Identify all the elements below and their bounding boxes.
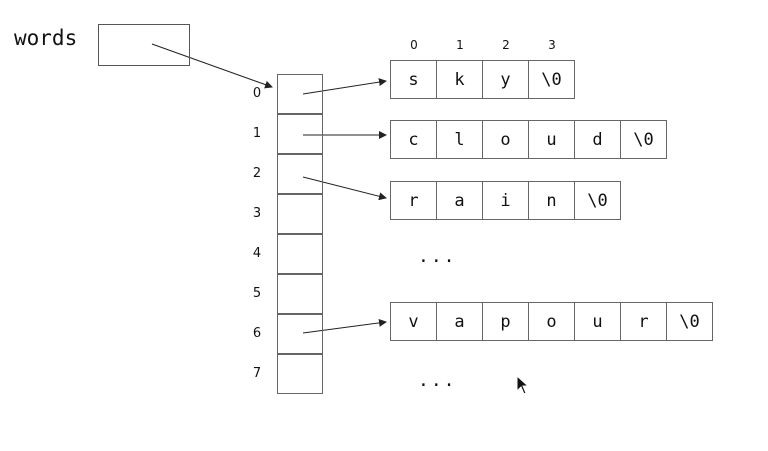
char-cell: \0 <box>574 181 621 220</box>
array-index-label: 6 <box>252 326 262 341</box>
arrow-row-0 <box>302 78 387 95</box>
char-cell: \0 <box>666 302 713 341</box>
pointer-cell <box>277 274 323 314</box>
char-cell: i <box>482 181 529 220</box>
array-index-label: 0 <box>252 86 262 101</box>
words-pointer-arrow <box>151 43 273 89</box>
char-cell: l <box>436 120 483 159</box>
array-index-label: 2 <box>252 166 262 181</box>
char-cell: c <box>390 120 437 159</box>
char-cell: r <box>620 302 667 341</box>
char-cell: u <box>528 120 575 159</box>
char-cell: \0 <box>528 60 575 99</box>
char-cell: a <box>436 181 483 220</box>
variable-name: words <box>14 26 78 50</box>
pointer-cell <box>277 234 323 274</box>
char-cell: o <box>482 120 529 159</box>
char-index-label: 1 <box>456 38 464 52</box>
array-index-label: 3 <box>252 206 262 221</box>
ellipsis-mid: ... <box>418 246 457 267</box>
pointer-cell <box>277 114 323 154</box>
ellipsis-bottom: ... <box>418 370 457 391</box>
char-cell: p <box>482 302 529 341</box>
pointer-cell <box>277 154 323 194</box>
pointer-cell <box>277 314 323 354</box>
pointer-cell <box>277 194 323 234</box>
char-cell: r <box>390 181 437 220</box>
char-cell: k <box>436 60 483 99</box>
array-index-label: 5 <box>252 286 262 301</box>
char-cell: u <box>574 302 621 341</box>
pointer-cell <box>277 354 323 394</box>
char-cell: a <box>436 302 483 341</box>
char-index-label: 3 <box>548 38 556 52</box>
char-cell: y <box>482 60 529 99</box>
char-index-label: 2 <box>502 38 510 52</box>
arrow-row-2 <box>302 176 387 201</box>
arrow-row-6 <box>302 318 387 334</box>
array-index-label: 1 <box>252 126 262 141</box>
char-cell: o <box>528 302 575 341</box>
char-cell: s <box>390 60 437 99</box>
char-index-label: 0 <box>410 38 418 52</box>
char-cell: v <box>390 302 437 341</box>
array-index-label: 7 <box>252 366 262 381</box>
char-cell: d <box>574 120 621 159</box>
mouse-pointer-icon <box>516 375 530 395</box>
char-cell: n <box>528 181 575 220</box>
array-index-label: 4 <box>252 246 262 261</box>
pointer-cell <box>277 74 323 114</box>
char-cell: \0 <box>620 120 667 159</box>
variable-box <box>98 24 190 66</box>
